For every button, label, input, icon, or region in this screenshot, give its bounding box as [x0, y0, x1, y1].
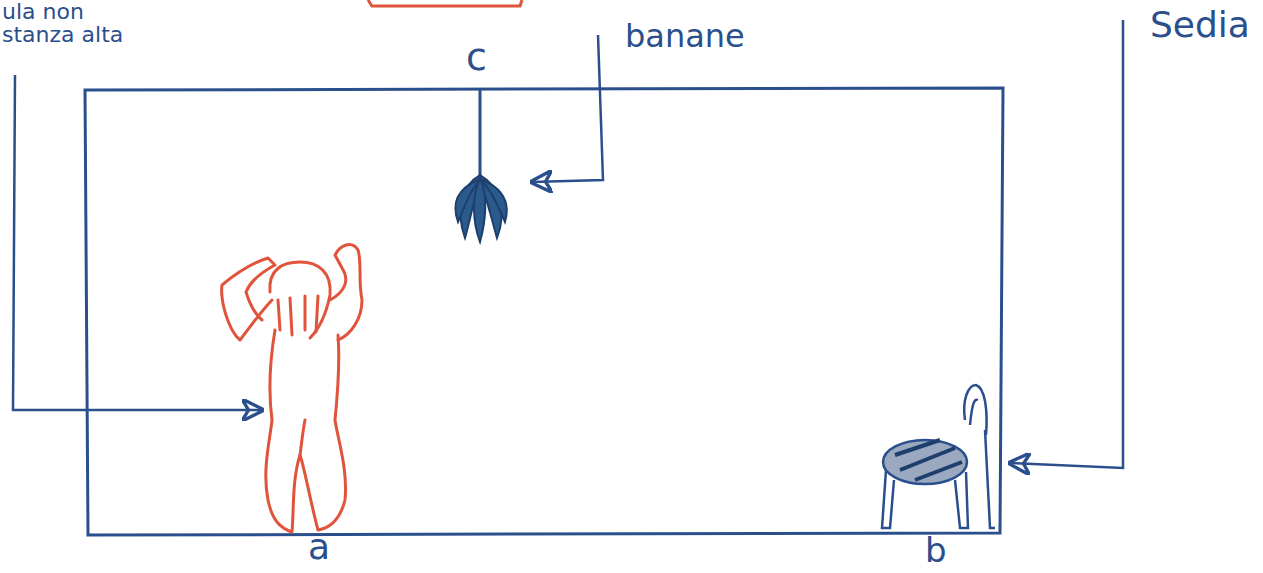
- callout-text: banane: [625, 20, 795, 54]
- monkey-figure: [222, 245, 362, 532]
- room-outline: [85, 88, 1003, 535]
- leader-line: [13, 75, 262, 410]
- point-label: c: [466, 38, 506, 78]
- point-label: b: [925, 533, 965, 569]
- rope: [479, 90, 482, 178]
- chair-symbol: [882, 385, 995, 528]
- leader-line: [1010, 20, 1123, 468]
- point-label: a: [308, 528, 348, 566]
- leader-line: [532, 35, 603, 182]
- red-stroke: [368, 0, 522, 6]
- banana-bunch: [455, 175, 506, 242]
- callout-text: Sedia: [1150, 6, 1263, 44]
- callout-text: ula non stanza alta: [2, 0, 132, 46]
